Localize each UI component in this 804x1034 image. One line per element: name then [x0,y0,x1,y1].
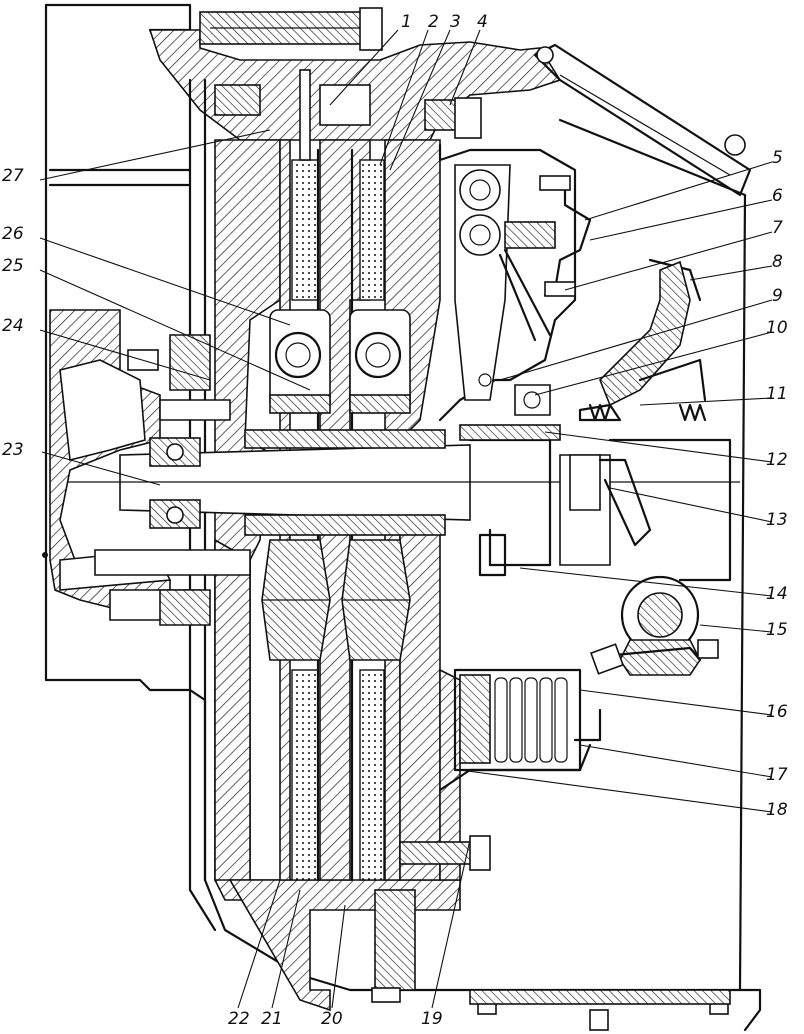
callout-17: 17 [766,765,788,785]
spring-coils [494,677,568,763]
damper-springs-upper [269,309,411,414]
callout-7: 7 [772,218,783,238]
callout-12: 12 [766,450,788,470]
lower-bolts [371,835,731,1031]
callout-3: 3 [450,12,461,32]
callout-5: 5 [772,148,783,168]
clamp-bolt [214,69,482,161]
crankshaft-end [42,309,251,626]
callout-9: 9 [772,286,783,306]
damper-springs-lower [261,539,411,661]
callout-6: 6 [772,186,783,206]
top-bolt [199,7,383,51]
callout-18: 18 [766,800,788,820]
callout-23: 23 [2,440,24,460]
release-lever-assembly [438,143,592,441]
callout-25: 25 [2,256,24,276]
callout-16: 16 [766,702,788,722]
callout-2: 2 [428,12,439,32]
callout-27: 27 [2,166,24,186]
main-shaft [60,429,740,577]
callout-1: 1 [401,12,412,32]
lever-shaft [589,575,719,676]
callout-11: 11 [766,384,788,404]
callout-14: 14 [766,584,788,604]
return-spring [438,668,602,792]
callout-24: 24 [2,316,24,336]
callout-20: 20 [321,1009,343,1029]
callout-4: 4 [477,12,488,32]
leader-lines [39,29,773,1009]
callout-21: 21 [261,1009,283,1029]
callout-26: 26 [2,224,24,244]
release-fork [559,260,732,582]
callout-10: 10 [766,318,788,338]
callout-15: 15 [766,620,788,640]
callout-22: 22 [228,1009,250,1029]
callout-19: 19 [421,1009,443,1029]
callout-8: 8 [772,252,783,272]
callout-13: 13 [766,510,788,530]
